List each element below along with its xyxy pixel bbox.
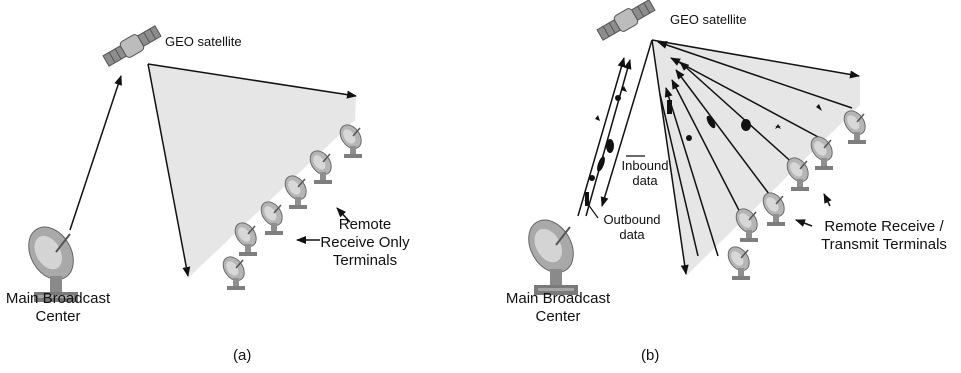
remote-dish-icon [218,252,250,291]
main-center-label-line1: Main Broadcast [505,290,611,307]
downlink-arrow-a-right [147,63,357,99]
downlink-arrow-b [651,39,689,275]
main-center-label-line1: Main Broadcast [5,290,111,307]
remote-terminals-label-line2: Receive Only [320,234,410,251]
inbound-link-b [675,69,773,199]
inbound-link-b [659,93,699,257]
outbound-pointer-arrow [584,199,599,219]
caption-b: (b) [641,347,660,364]
coverage-area-a [148,64,356,278]
downlink-arrow-a-down [147,63,191,277]
satellite-label: GEO satellite [670,12,747,27]
uplink-arrow-a [69,75,122,231]
uplink-arrow-b-2 [585,59,632,217]
remote-terminals-label: Remote Receive / Transmit Terminals [810,218,958,254]
terminals-pointer-arrow-b2 [795,219,813,227]
panel-a [18,22,367,303]
inbound-data-label: Inbound data [610,158,680,188]
main-center-label-line2: Center [35,308,81,325]
inbound-link-b [679,61,797,167]
panel-b [518,0,871,296]
geo-satellite-icon [595,0,657,44]
outbound-data-label: Outbound data [592,212,672,242]
remote-terminals-label-line1: Remote [338,216,392,233]
inbound-link-b [671,79,746,223]
outbound-data-label-line2: data [619,227,645,242]
downlink-arrow-b [651,39,860,79]
caption-a: (a) [233,347,252,364]
remote-terminals-label: Remote Receive Only Terminals [312,216,418,270]
terminals-pointer-arrow-a1 [336,207,351,223]
remote-terminals-label-line2: Transmit Terminals [821,236,947,253]
inbound-data-label-line1: Inbound [621,158,669,173]
remote-terminals-label-line3: Terminals [332,252,398,269]
outbound-data-label-line1: Outbound [603,212,661,227]
remote-terminals-label-line1: Remote Receive / [824,218,944,235]
data-packet-symbols [585,86,822,206]
uplink-arrow-b-1 [577,57,626,217]
main-broadcast-dish-icon [518,211,584,296]
inbound-link-b [657,41,853,109]
geo-satellite-icon [101,22,163,70]
inbound-data-label-line2: data [632,173,658,188]
downlink-arrow-b [600,39,653,207]
remote-dish-icon [723,242,755,281]
main-center-label: Main Broadcast Center [3,290,113,326]
satellite-label: GEO satellite [165,34,242,49]
inbound-link-b [664,87,719,257]
terminals-pointer-arrow-b [823,193,832,207]
main-center-label-line2: Center [535,308,581,325]
main-center-label: Main Broadcast Center [500,290,616,326]
coverage-area-b [652,40,860,276]
inbound-link-b [670,57,821,139]
